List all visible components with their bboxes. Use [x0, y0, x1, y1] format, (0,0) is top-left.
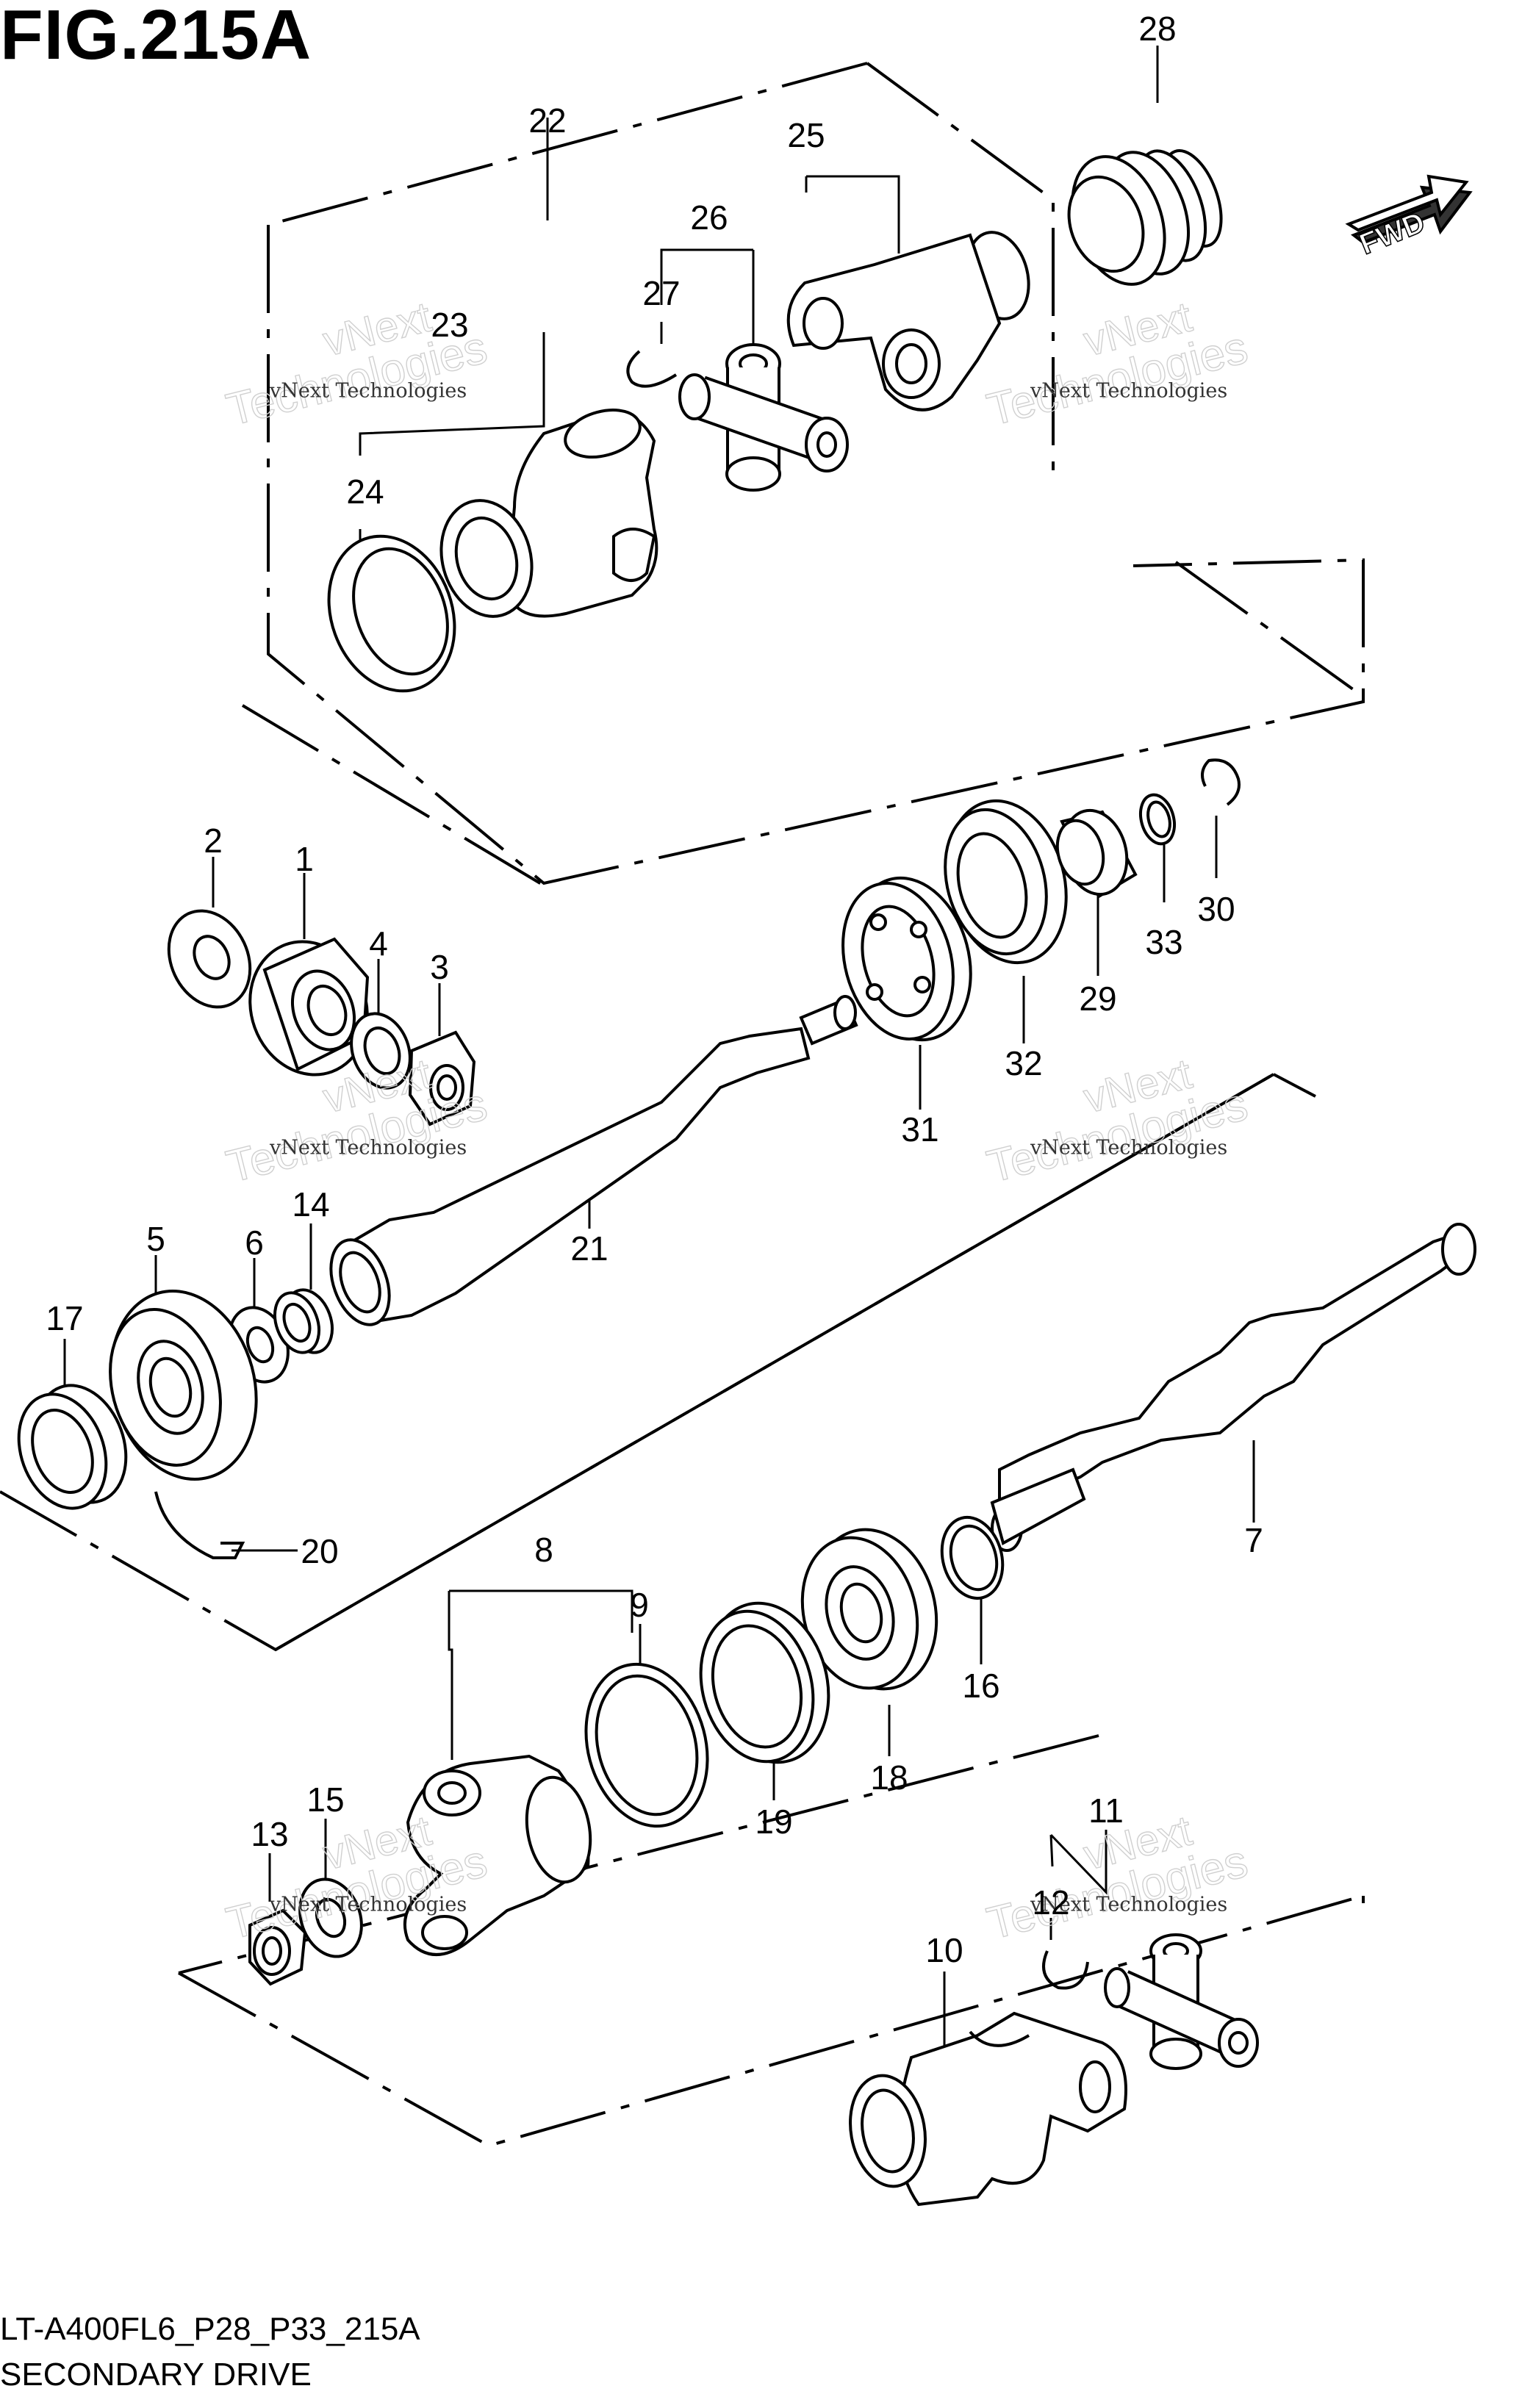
- group-box-7-b: [275, 1073, 1316, 1651]
- part-20-snap-ring: [154, 1491, 245, 1559]
- part-19-seal: [699, 1601, 830, 1764]
- part-18-bearing: [800, 1528, 938, 1691]
- callout-16: 16: [962, 1667, 999, 1705]
- part-32-seal: [944, 799, 1068, 965]
- callout-22: 22: [528, 101, 566, 140]
- callout-24: 24: [346, 472, 384, 511]
- part-13-nut: [248, 1908, 307, 1986]
- svg-text:vNext Technologies: vNext Technologies: [269, 1137, 467, 1160]
- callout-10: 10: [925, 1931, 963, 1969]
- callout-12: 12: [1032, 1883, 1069, 1922]
- part-8-yoke: [403, 1754, 592, 1956]
- part-23-yoke: [439, 409, 658, 618]
- part-33-oring: [1138, 793, 1177, 846]
- part-7-output-shaft: [990, 1223, 1476, 1552]
- svg-text:vNext Technologies: vNext Technologies: [269, 1894, 467, 1916]
- part-29-spacer: [1055, 808, 1138, 899]
- callout-25: 25: [787, 116, 825, 154]
- part-24-seal: [327, 534, 456, 693]
- svg-text:vNext Technologies: vNext Technologies: [1030, 380, 1227, 403]
- part-5-ring-gear: [109, 1289, 258, 1481]
- section-name: SECONDARY DRIVE: [0, 2357, 312, 2393]
- part-1-bevel-gear: [248, 937, 370, 1077]
- callout-26: 26: [690, 198, 728, 237]
- callout-20: 20: [301, 1532, 338, 1570]
- leader-25: [805, 175, 900, 254]
- svg-text:vNext Technologies: vNext Technologies: [269, 380, 467, 403]
- part-28-boot: [1067, 149, 1223, 286]
- leader-23: [359, 332, 545, 456]
- group-box-22: [267, 62, 1365, 885]
- callout-5: 5: [146, 1220, 165, 1258]
- callout-32: 32: [1005, 1044, 1042, 1082]
- callout-8: 8: [534, 1531, 553, 1569]
- callout-13: 13: [251, 1815, 288, 1853]
- svg-text:vNext Technologies: vNext Technologies: [1030, 1894, 1227, 1916]
- callout-9: 9: [630, 1586, 649, 1624]
- part-21-propeller-shaft: [329, 995, 858, 1326]
- part-30-circlip: [1201, 758, 1241, 806]
- callout-18: 18: [870, 1758, 908, 1797]
- figure-title: FIG.215A: [0, 0, 312, 74]
- part-31-bearing: [841, 876, 972, 1042]
- callout-21: 21: [570, 1229, 608, 1268]
- part-11-cross: [1104, 1933, 1259, 2070]
- callout-27: 27: [642, 274, 680, 312]
- part-14-bushing: [273, 1288, 334, 1354]
- callout-33: 33: [1145, 923, 1182, 961]
- part-16-oring: [940, 1515, 1005, 1600]
- part-10-yoke: [849, 2011, 1127, 2207]
- callout-28: 28: [1138, 10, 1176, 48]
- callout-19: 19: [755, 1803, 792, 1841]
- leader-11: [1049, 1830, 1108, 1895]
- leader-8: [448, 1589, 633, 1760]
- callout-30: 30: [1197, 890, 1235, 928]
- part-4-washer: [350, 1012, 412, 1090]
- part-2-washer: [167, 909, 252, 1009]
- callout-31: 31: [901, 1110, 938, 1149]
- callout-labels: 1 2 3 4 5 6 7 8 9 10 11 12 13 14 15 16 1…: [46, 10, 1263, 1969]
- callout-17: 17: [46, 1299, 83, 1337]
- callout-29: 29: [1079, 980, 1116, 1018]
- callout-15: 15: [306, 1780, 344, 1819]
- callout-3: 3: [430, 948, 449, 986]
- part-12-circlip: [1042, 1950, 1089, 1990]
- callout-2: 2: [204, 822, 223, 860]
- part-25-yoke: [786, 231, 1030, 411]
- part-17-bearing: [17, 1384, 128, 1510]
- fwd-direction-arrow: FWD: [1345, 174, 1473, 262]
- svg-text:vNext Technologies: vNext Technologies: [1030, 1137, 1227, 1160]
- model-code: LT-A400FL6_P28_P33_215A: [0, 2311, 420, 2347]
- callout-6: 6: [245, 1223, 264, 1262]
- part-15-washer: [298, 1877, 363, 1958]
- group-box-22-frame: [241, 561, 1365, 887]
- leader-26: [660, 248, 755, 344]
- part-26-cross: [678, 343, 849, 492]
- part-27-circlip: [626, 350, 678, 388]
- callout-11: 11: [1088, 1791, 1124, 1830]
- callout-7: 7: [1244, 1521, 1263, 1559]
- part-3-nut: [408, 1030, 476, 1126]
- callout-1: 1: [295, 840, 314, 878]
- callout-14: 14: [292, 1185, 329, 1223]
- callout-4: 4: [369, 924, 388, 963]
- callout-23: 23: [431, 306, 468, 344]
- part-9-seal: [584, 1662, 709, 1828]
